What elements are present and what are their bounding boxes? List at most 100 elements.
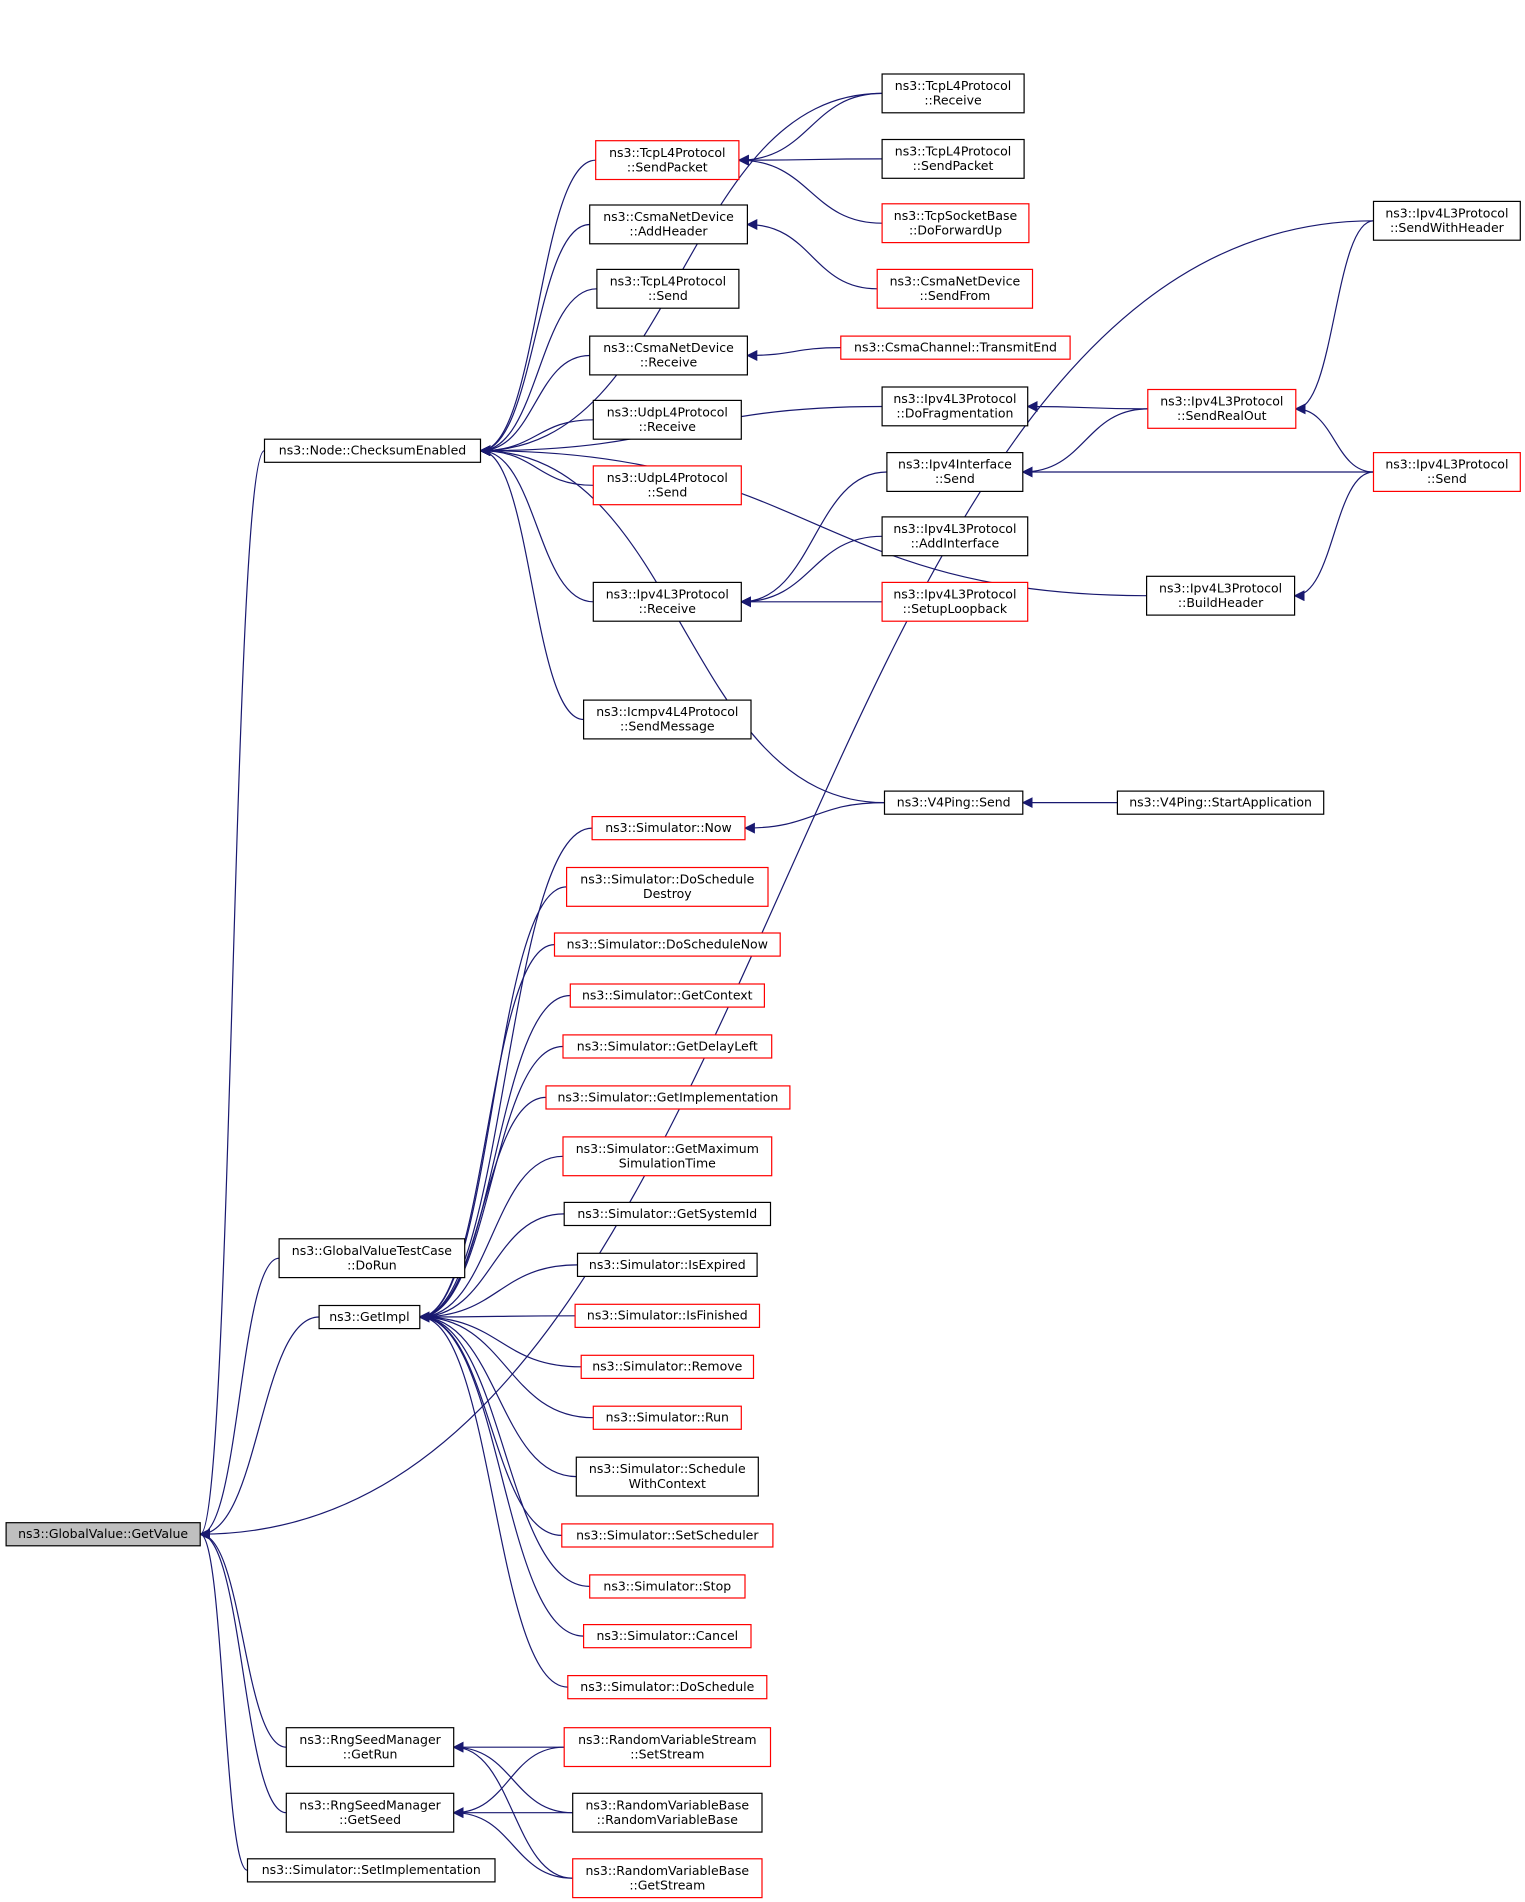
node-ipv4l3-addif[interactable]: ns3::Ipv4L3Protocol::AddInterface	[881, 516, 1029, 557]
node-tcp-sendpacket[interactable]: ns3::TcpL4Protocol::SendPacket	[595, 140, 740, 181]
edge-node-checksum-to-tcp-send	[479, 288, 597, 457]
node-label: ns3::Ipv4L3Protocol	[1385, 457, 1508, 472]
node-label: ::DoRun	[347, 1257, 397, 1272]
node-sim-getdelayleft[interactable]: ns3::Simulator::GetDelayLeft	[562, 1034, 773, 1059]
edges-layer	[199, 92, 1374, 1879]
edge-getimpl-to-sim-isexpired	[418, 1264, 578, 1323]
edge-gv-getvalue-to-getimpl	[199, 1316, 320, 1540]
edge-rng-getseed-to-rvb-getstream	[452, 1807, 573, 1879]
edge-gv-getvalue-to-node-checksum	[199, 450, 266, 1540]
node-ipv4l3-receive[interactable]: ns3::Ipv4L3Protocol::Receive	[592, 581, 742, 622]
node-rvb-ctor[interactable]: ns3::RandomVariableBase::RandomVariableB…	[572, 1792, 763, 1833]
node-csma-addheader[interactable]: ns3::CsmaNetDevice::AddHeader	[589, 204, 749, 245]
node-ipv4l3-sendwithhdr[interactable]: ns3::Ipv4L3Protocol::SendWithHeader	[1372, 200, 1521, 241]
node-sim-stop[interactable]: ns3::Simulator::Stop	[589, 1574, 746, 1599]
node-label: ::AddHeader	[629, 224, 708, 239]
node-sim-getimpl[interactable]: ns3::Simulator::GetImplementation	[545, 1085, 791, 1110]
node-tcp-sendpacket-r[interactable]: ns3::TcpL4Protocol::SendPacket	[881, 138, 1025, 179]
node-label: ::GetStream	[629, 1877, 705, 1892]
node-label: ::Send	[935, 471, 975, 486]
node-box	[592, 399, 742, 440]
node-csmach-txend[interactable]: ns3::CsmaChannel::TransmitEnd	[840, 335, 1071, 360]
node-box	[576, 1252, 758, 1278]
node-v4ping-send[interactable]: ns3::V4Ping::Send	[883, 790, 1024, 815]
edge-csma-receive-to-csmach-txend	[746, 347, 841, 361]
node-v4ping-startapp[interactable]: ns3::V4Ping::StartApplication	[1116, 790, 1325, 815]
node-label: ns3::GlobalValueTestCase	[292, 1243, 453, 1258]
node-sim-now[interactable]: ns3::Simulator::Now	[591, 815, 746, 841]
node-label: ::AddInterface	[911, 536, 1000, 551]
node-label: ::SetStream	[630, 1746, 704, 1761]
node-label: ns3::Ipv4L3Protocol	[893, 521, 1016, 536]
node-csma-sendfrom[interactable]: ns3::CsmaNetDevice::SendFrom	[876, 268, 1034, 309]
node-sim-getsysid[interactable]: ns3::Simulator::GetSystemId	[563, 1201, 772, 1227]
edge-ipv4l3-sendrealout-to-ipv4l3-sendwithhdr	[1294, 220, 1374, 415]
node-label: ::DoForwardUp	[909, 222, 1002, 237]
node-tcpsock-fwdup[interactable]: ns3::TcpSocketBase::DoForwardUp	[881, 203, 1030, 244]
node-getimpl[interactable]: ns3::GetImpl	[318, 1304, 421, 1330]
node-label: ::SendPacket	[913, 158, 994, 173]
node-gvtest-dorun[interactable]: ns3::GlobalValueTestCase::DoRun	[278, 1238, 466, 1279]
node-rvb-getstream[interactable]: ns3::RandomVariableBase::GetStream	[572, 1858, 763, 1899]
node-sim-remove[interactable]: ns3::Simulator::Remove	[580, 1354, 755, 1380]
node-rng-getseed[interactable]: ns3::RngSeedManager::GetSeed	[285, 1792, 455, 1833]
node-ipv4l3-sendrealout[interactable]: ns3::Ipv4L3Protocol::SendRealOut	[1147, 388, 1297, 429]
node-sim-isexpired[interactable]: ns3::Simulator::IsExpired	[576, 1252, 758, 1278]
node-label: ns3::CsmaNetDevice	[603, 209, 734, 224]
node-node-checksum[interactable]: ns3::Node::ChecksumEnabled	[263, 438, 482, 463]
node-label: ns3::Simulator::Schedule	[589, 1461, 746, 1476]
node-box	[881, 73, 1025, 114]
node-label: ns3::CsmaNetDevice	[890, 273, 1021, 288]
node-box	[886, 452, 1024, 493]
node-rvs-setstream[interactable]: ns3::RandomVariableStream::SetStream	[563, 1727, 772, 1768]
node-sim-run[interactable]: ns3::Simulator::Run	[592, 1405, 742, 1430]
node-sim-getcontext[interactable]: ns3::Simulator::GetContext	[569, 983, 765, 1008]
node-label: ::RandomVariableBase	[597, 1812, 739, 1827]
node-sim-isfinished[interactable]: ns3::Simulator::IsFinished	[574, 1303, 761, 1329]
node-icmp-sendmsg[interactable]: ns3::Icmpv4L4Protocol::SendMessage	[582, 699, 752, 740]
node-label: ns3::RngSeedManager	[299, 1732, 441, 1747]
node-udp-receive[interactable]: ns3::UdpL4Protocol::Receive	[592, 399, 742, 440]
node-label: ::SetupLoopback	[903, 601, 1008, 616]
node-box	[561, 1523, 774, 1548]
node-ipv4if-send[interactable]: ns3::Ipv4Interface::Send	[886, 452, 1024, 493]
node-tcp-receive-r[interactable]: ns3::TcpL4Protocol::Receive	[881, 73, 1025, 114]
node-ipv4l3-dofrag[interactable]: ns3::Ipv4L3Protocol::DoFragmentation	[881, 386, 1029, 427]
node-label: ns3::TcpL4Protocol	[895, 144, 1011, 159]
node-sim-cancel[interactable]: ns3::Simulator::Cancel	[582, 1623, 752, 1649]
node-sim-setsched[interactable]: ns3::Simulator::SetScheduler	[561, 1523, 774, 1548]
node-label: ::Receive	[924, 93, 982, 108]
node-label: ::BuildHeader	[1178, 595, 1264, 610]
node-box	[881, 138, 1025, 179]
node-box	[574, 1303, 761, 1329]
edge-getimpl-to-sim-run	[418, 1311, 594, 1419]
node-tcp-send[interactable]: ns3::TcpL4Protocol::Send	[596, 268, 740, 309]
node-ipv4l3-buildhdr[interactable]: ns3::Ipv4L3Protocol::BuildHeader	[1145, 575, 1296, 616]
node-sim-dosched[interactable]: ns3::Simulator::DoSchedule	[567, 1674, 768, 1700]
node-gv-getvalue[interactable]: ns3::GlobalValue::GetValue	[5, 1522, 201, 1547]
node-udp-send[interactable]: ns3::UdpL4Protocol::Send	[592, 465, 742, 506]
node-ipv4l3-setuplb[interactable]: ns3::Ipv4L3Protocol::SetupLoopback	[881, 581, 1029, 622]
node-ipv4l3-send[interactable]: ns3::Ipv4L3Protocol::Send	[1372, 452, 1521, 493]
node-label: ns3::Node::ChecksumEnabled	[279, 443, 466, 458]
node-label: ns3::TcpSocketBase	[894, 208, 1018, 223]
node-label: ns3::Simulator::SetScheduler	[576, 1527, 759, 1542]
node-label: ns3::Simulator::GetDelayLeft	[577, 1038, 758, 1053]
node-sim-setimpl[interactable]: ns3::Simulator::SetImplementation	[246, 1858, 496, 1883]
node-sim-doschednow[interactable]: ns3::Simulator::DoScheduleNow	[553, 932, 781, 957]
node-box	[592, 465, 742, 506]
node-label: ::Receive	[640, 355, 698, 370]
node-box	[318, 1304, 421, 1330]
node-label: ns3::Simulator::Remove	[592, 1359, 742, 1374]
node-csma-receive[interactable]: ns3::CsmaNetDevice::Receive	[589, 335, 749, 376]
edge-getimpl-to-sim-now	[418, 827, 593, 1323]
node-label: ns3::RandomVariableStream	[578, 1732, 756, 1747]
node-box	[580, 1354, 755, 1380]
edge-getimpl-to-sim-cancel	[418, 1311, 584, 1637]
node-label: ns3::CsmaChannel::TransmitEnd	[854, 340, 1057, 355]
node-label: ns3::RngSeedManager	[299, 1797, 441, 1812]
node-rng-getrun[interactable]: ns3::RngSeedManager::GetRun	[285, 1727, 455, 1768]
